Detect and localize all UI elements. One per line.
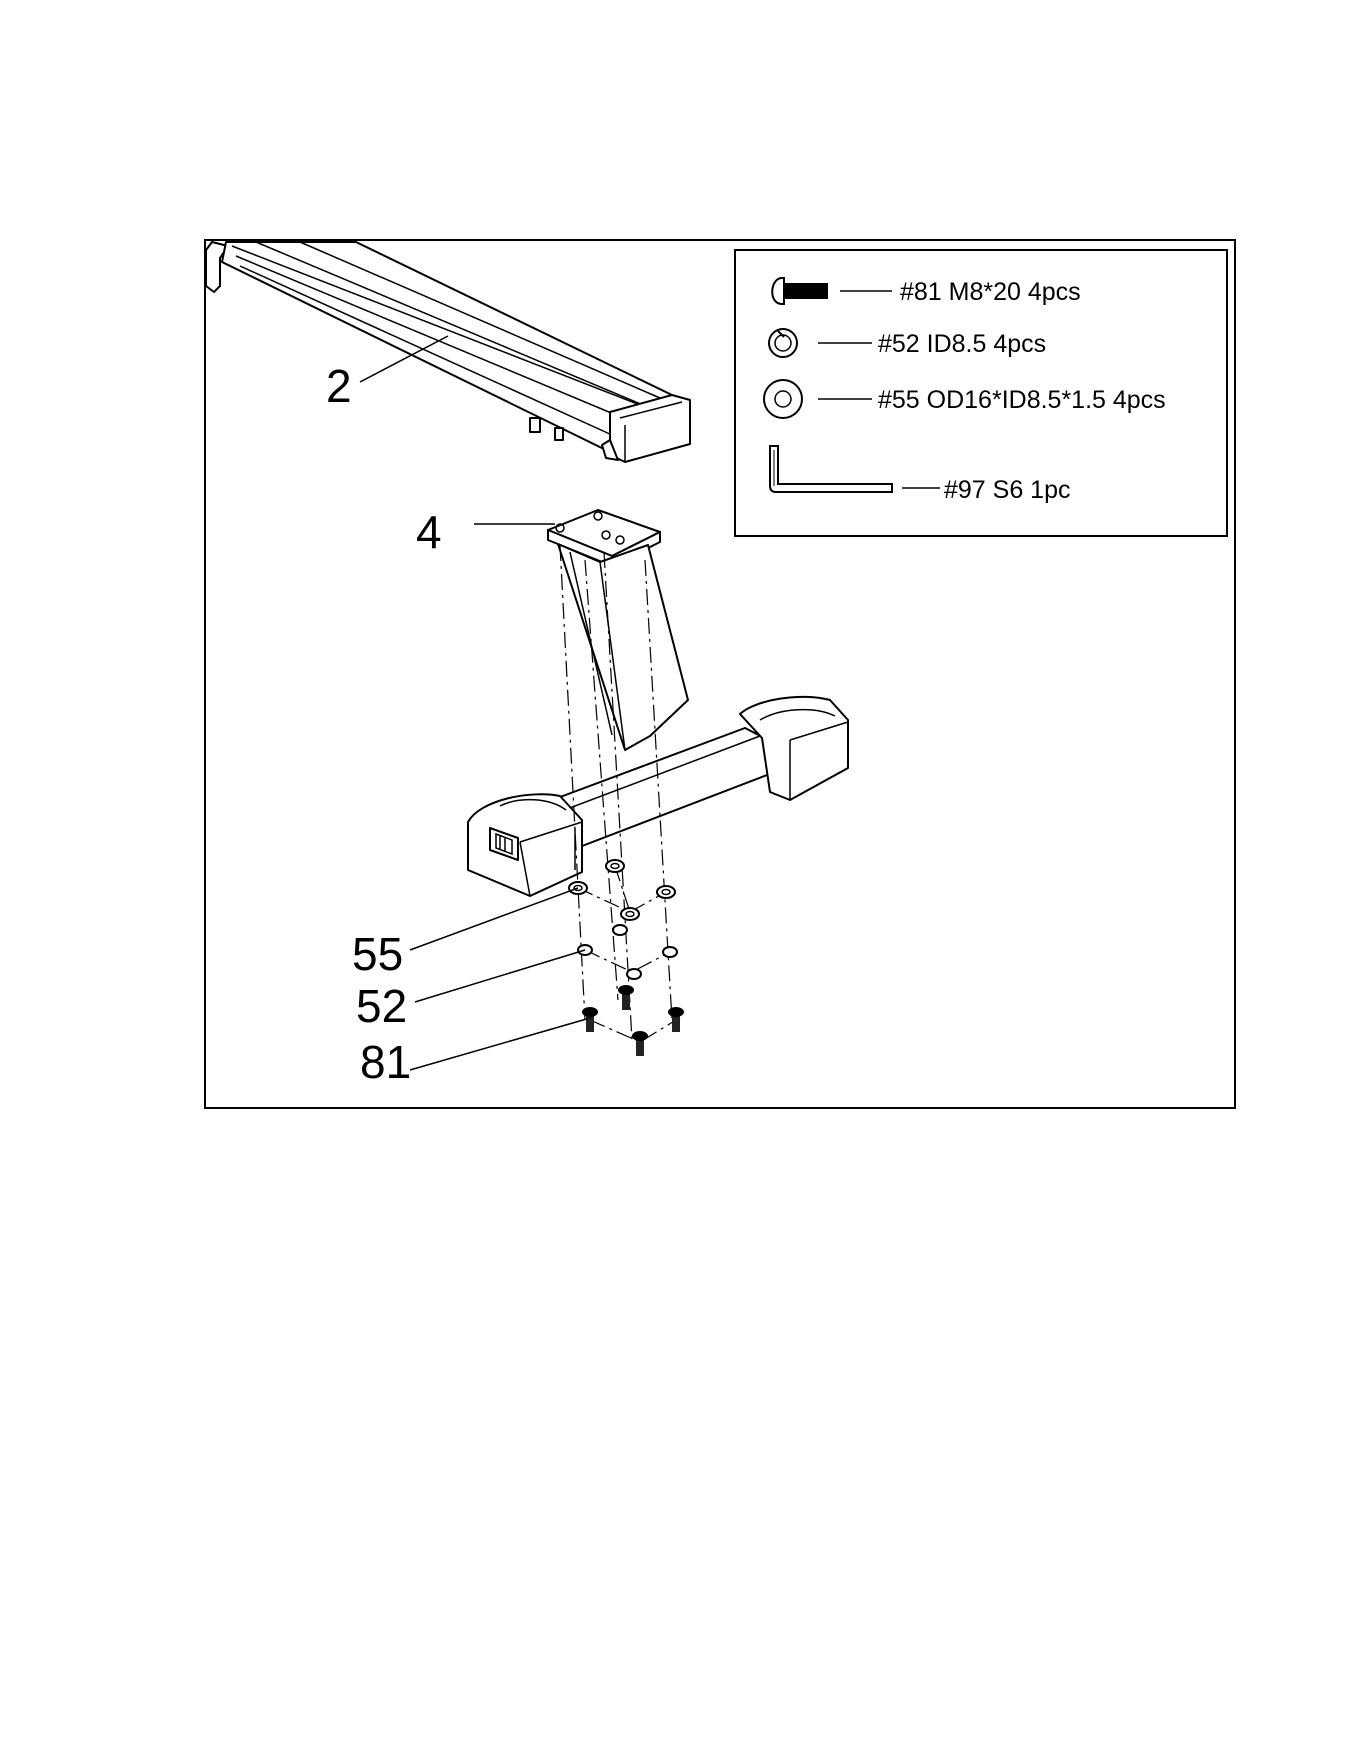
front-stabilizer-part [468, 510, 848, 896]
callout-55: 55 [352, 928, 403, 980]
hardware-52-label: #52 ID8.5 4pcs [878, 330, 1046, 358]
bolts [582, 985, 684, 1056]
callout-4: 4 [416, 506, 442, 558]
callout-81: 81 [360, 1036, 411, 1088]
hardware-81-label: #81 M8*20 4pcs [900, 278, 1081, 306]
main-rail-part [206, 242, 690, 462]
callout-52: 52 [356, 980, 407, 1032]
hardware-55-label: #55 OD16*ID8.5*1.5 4pcs [878, 386, 1166, 414]
hardware-legend: #81 M8*20 4pcs #52 ID8.5 4pcs #55 OD16*I… [735, 250, 1227, 536]
flat-washers [569, 860, 675, 920]
callout-2: 2 [326, 360, 352, 412]
flat-washer-icon [764, 380, 802, 418]
hardware-97-label: #97 S6 1pc [944, 476, 1071, 504]
spring-washer-icon [769, 329, 797, 357]
